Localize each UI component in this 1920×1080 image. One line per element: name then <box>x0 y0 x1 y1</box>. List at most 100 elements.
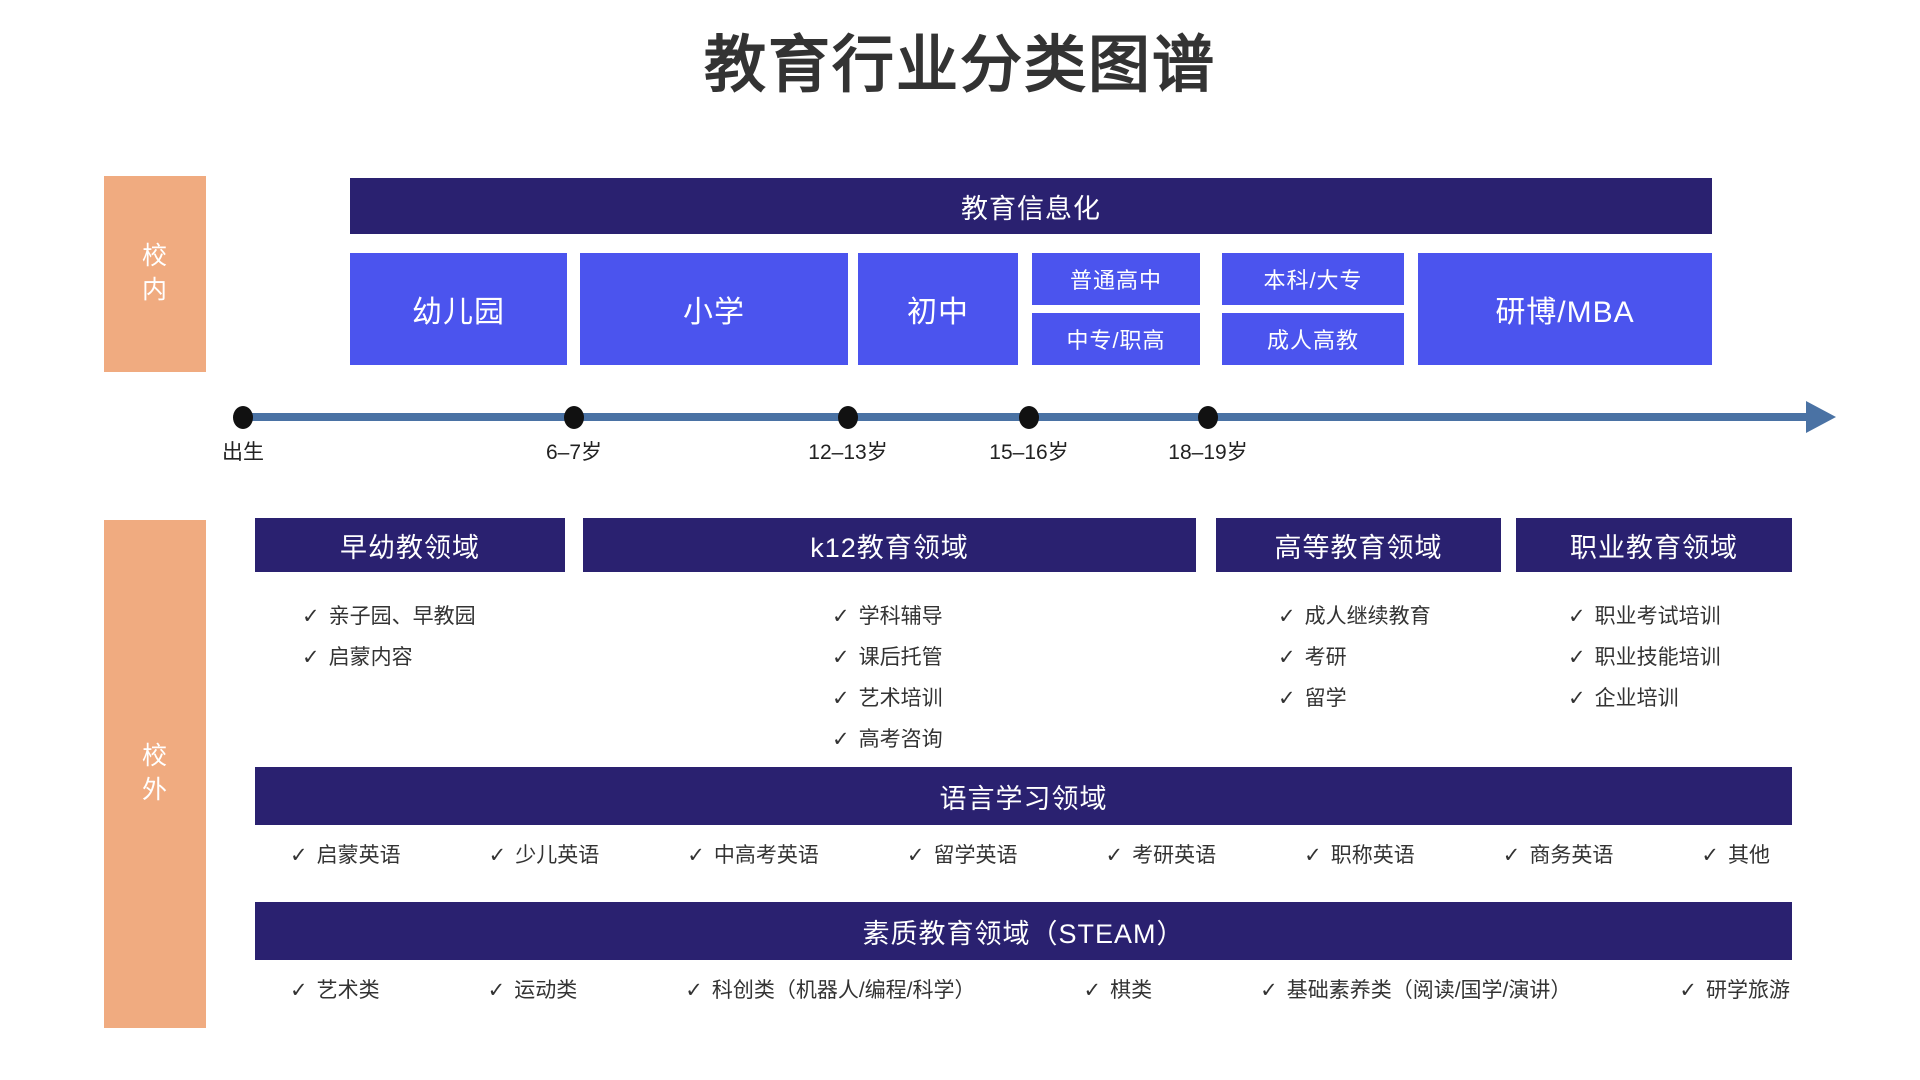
list-k12: ✓ 学科辅导 ✓ 课后托管 ✓艺术培训 ✓ 高考咨询 <box>832 596 943 760</box>
timeline-label-age-15-16: 15–16岁 <box>989 441 1069 464</box>
list-item-label: 启蒙英语 <box>316 844 401 867</box>
timeline-dot-4 <box>1198 406 1218 429</box>
list-item[interactable]: ✓留学英语 <box>907 838 1018 874</box>
list-item[interactable]: ✓中高考英语 <box>687 838 819 874</box>
list-item-label: 考研英语 <box>1132 844 1217 867</box>
side-label-out-school-char-2: 外 <box>141 776 168 804</box>
page-title: 教育行业分类图谱 <box>703 31 1216 100</box>
list-item[interactable]: ✓ 棋类 <box>1084 973 1153 1009</box>
list-item[interactable]: ✓ 高考咨询 <box>832 719 943 760</box>
check-icon: ✓ <box>1568 687 1586 710</box>
check-icon: ✓ <box>290 844 308 867</box>
check-icon: ✓ <box>832 605 850 628</box>
check-icon: ✓ <box>290 979 308 1002</box>
list-item[interactable]: ✓运动类 <box>488 973 578 1009</box>
list-item[interactable]: ✓ 商务英语 <box>1503 838 1614 874</box>
list-steam: ✓ 艺术类 ✓运动类 ✓ 科创类（机器人/编程/科学） ✓ 棋类 ✓ 基础素养类（阅读/… <box>290 973 1790 1009</box>
timeline-label-age-18-19: 18–19岁 <box>1168 441 1248 464</box>
stage-box-postgraduate-mba[interactable]: 研博/MBA <box>1418 253 1712 365</box>
list-item[interactable]: ✓ 成人继续教育 <box>1278 596 1431 637</box>
list-item-label: 课后托管 <box>858 646 943 669</box>
check-icon: ✓ <box>685 979 703 1002</box>
check-icon: ✓ <box>1304 844 1322 867</box>
list-item[interactable]: ✓企业培训 <box>1568 678 1721 719</box>
domain-header-language-learning[interactable]: 语言学习领域 <box>255 767 1792 825</box>
list-item[interactable]: ✓考研英语 <box>1106 838 1217 874</box>
check-icon: ✓ <box>1701 844 1719 867</box>
list-higher-education: ✓ 成人继续教育 ✓考研 ✓ 留学 <box>1278 596 1431 719</box>
stage-box-regular-high-school[interactable]: 普通高中 <box>1032 253 1200 305</box>
list-item-label: 学科辅导 <box>858 605 943 628</box>
check-icon: ✓ <box>1502 844 1521 867</box>
check-icon: ✓ <box>1260 979 1278 1002</box>
list-language-learning: ✓启蒙英语 ✓少儿英语 ✓中高考英语 ✓留学英语 ✓考研英语 ✓职称英语 ✓商务… <box>290 838 1770 874</box>
list-item[interactable]: ✓其他 <box>1701 838 1770 874</box>
list-item[interactable]: ✓职业技能培训 <box>1568 637 1721 678</box>
list-item[interactable]: ✓ 留学 <box>1278 678 1431 719</box>
list-item[interactable]: ✓ 启蒙英语 <box>290 838 401 874</box>
stage-box-primary-school[interactable]: 小学 <box>580 253 848 365</box>
domain-header-k12[interactable]: k12教育领域 <box>583 518 1196 572</box>
list-item[interactable]: ✓ 少儿英语 <box>489 838 600 874</box>
timeline-dot-3 <box>1019 406 1039 429</box>
domain-header-higher-education[interactable]: 高等教育领域 <box>1216 518 1501 572</box>
stage-box-adult-higher-education[interactable]: 成人高教 <box>1222 313 1404 365</box>
domain-header-early-childhood[interactable]: 早幼教领域 <box>255 518 565 572</box>
list-item-label: 考研 <box>1304 646 1347 669</box>
list-item[interactable]: ✓考研 <box>1278 637 1431 678</box>
list-item-label: 棋类 <box>1110 979 1153 1002</box>
timeline-label-age-6-7: 6–7岁 <box>545 441 603 464</box>
check-icon: ✓ <box>1568 605 1586 628</box>
side-label-out-school-char-1: 校 <box>141 742 168 771</box>
check-icon: ✓ <box>832 646 850 669</box>
check-icon: ✓ <box>1278 605 1296 628</box>
check-icon: ✓ <box>1083 979 1102 1002</box>
stage-box-kindergarten[interactable]: 幼儿园 <box>350 253 567 365</box>
list-item[interactable]: ✓启蒙内容 <box>302 637 476 678</box>
stage-box-undergraduate-college[interactable]: 本科/大专 <box>1222 253 1404 305</box>
timeline-dot-2 <box>838 406 858 429</box>
list-early-childhood: ✓亲子园、早教园 ✓启蒙内容 <box>302 596 476 678</box>
domain-header-steam[interactable]: 素质教育领域（STEAM） <box>255 902 1792 960</box>
list-item-label: 高考咨询 <box>858 728 943 751</box>
list-item[interactable]: ✓亲子园、早教园 <box>302 596 476 637</box>
list-item[interactable]: ✓研学旅游 <box>1679 973 1790 1009</box>
side-label-in-school-char-1: 校 <box>141 242 168 271</box>
timeline-label-birth: 出生 <box>222 441 264 464</box>
list-item-label: 科创类（机器人/编程/科学） <box>711 979 976 1002</box>
list-item[interactable]: ✓职业考试培训 <box>1568 596 1721 637</box>
list-item-label: 成人继续教育 <box>1304 605 1431 628</box>
check-icon: ✓ <box>488 844 507 867</box>
list-item-label: 基础素养类（阅读/国学/演讲） <box>1286 979 1572 1002</box>
list-item-label: 职业技能培训 <box>1594 646 1721 669</box>
list-item-label: 少儿英语 <box>515 844 600 867</box>
list-item-label: 商务英语 <box>1529 844 1614 867</box>
list-item-label: 留学 <box>1304 687 1347 710</box>
list-item[interactable]: ✓ 科创类（机器人/编程/科学） <box>685 973 975 1009</box>
timeline-dot-0 <box>233 406 253 429</box>
check-icon: ✓ <box>302 605 320 628</box>
check-icon: ✓ <box>687 844 705 867</box>
timeline-dot-1 <box>564 406 584 429</box>
stage-box-vocational-high-school[interactable]: 中专/职高 <box>1032 313 1200 365</box>
list-item-label: 留学英语 <box>933 844 1018 867</box>
list-item[interactable]: ✓ 艺术类 <box>290 973 380 1009</box>
stage-box-junior-high[interactable]: 初中 <box>858 253 1018 365</box>
list-vocational-education: ✓职业考试培训 ✓职业技能培训 ✓企业培训 <box>1568 596 1721 719</box>
check-icon: ✓ <box>1278 687 1296 710</box>
side-label-in-school: 校 内 <box>104 176 206 372</box>
banner-education-informatization[interactable]: 教育信息化 <box>350 178 1712 234</box>
list-item-label: 职称英语 <box>1330 844 1415 867</box>
list-item[interactable]: ✓ 职称英语 <box>1304 838 1415 874</box>
list-item[interactable]: ✓ 学科辅导 <box>832 596 943 637</box>
list-item[interactable]: ✓艺术培训 <box>832 678 943 719</box>
list-item-label: 艺术类 <box>316 979 380 1002</box>
side-label-in-school-char-2: 内 <box>141 276 168 304</box>
timeline-label-age-12-13: 12–13岁 <box>808 441 888 464</box>
domain-header-vocational-education[interactable]: 职业教育领域 <box>1516 518 1792 572</box>
list-item[interactable]: ✓ 课后托管 <box>832 637 943 678</box>
check-icon: ✓ <box>832 728 850 751</box>
check-icon: ✓ <box>832 687 850 710</box>
list-item[interactable]: ✓ 基础素养类（阅读/国学/演讲） <box>1260 973 1571 1009</box>
